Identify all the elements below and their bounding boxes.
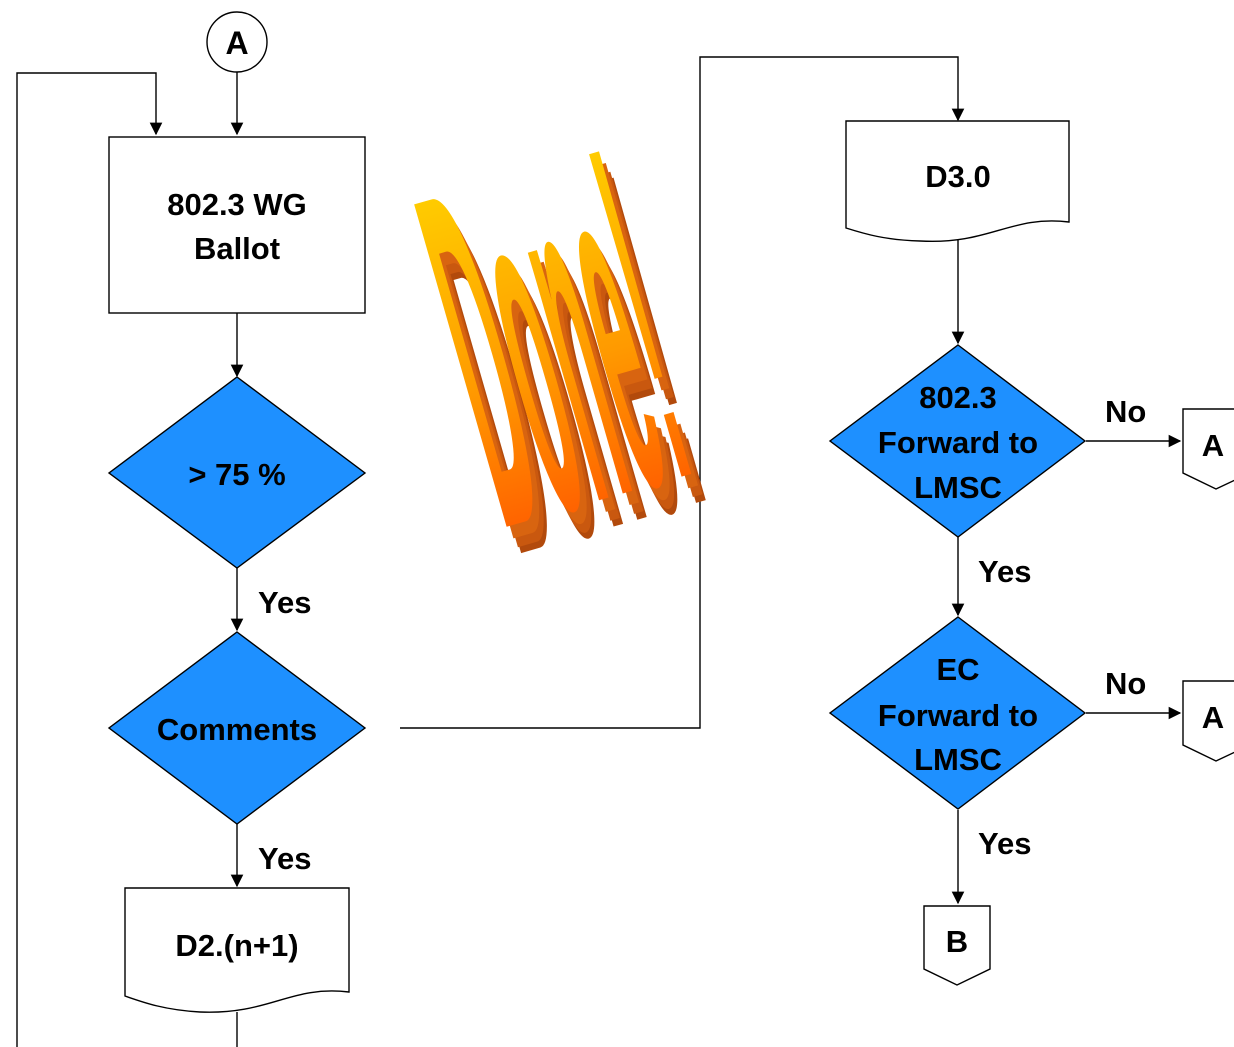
decision-wg-forward-line1: 802.3 (919, 380, 997, 415)
connector-a-label: A (225, 25, 248, 61)
offpage-connector-b: B (923, 905, 991, 986)
document-d2: D2.(n+1) (124, 887, 350, 1013)
connector-circle (206, 11, 268, 73)
decision-ec-forward: EC Forward to LMSC (828, 616, 1087, 810)
done-wordart: Done! Done! Done! Done! (380, 48, 741, 654)
yes-label-3: Yes (978, 554, 1031, 589)
yes-label-1: Yes (258, 585, 311, 620)
process-box (108, 136, 366, 314)
no-label-1: No (1105, 394, 1146, 429)
offpage-shape (1182, 408, 1234, 490)
offpage-a1-label: A (1202, 428, 1224, 463)
decision-diamond (107, 376, 367, 569)
flow-comments-to-d3 (400, 56, 965, 729)
document-d3: D3.0 (845, 120, 1070, 243)
decision-ec-line2: Forward to (878, 698, 1038, 733)
decision-ec-line3: LMSC (914, 742, 1002, 777)
loop-back-line (16, 72, 163, 1047)
no-label-2: No (1105, 666, 1146, 701)
offpage-connector-a1: A (1182, 408, 1234, 490)
decision-75-percent: > 75 % (107, 376, 367, 569)
wg-ballot-line1: 802.3 WG (167, 187, 307, 222)
connector-a-top: A (206, 11, 268, 73)
decision-diamond (828, 344, 1087, 538)
decision-diamond (107, 631, 367, 825)
decision-75-label: > 75 % (188, 457, 285, 492)
document-shape (124, 887, 350, 1013)
decision-wg-forward-line2: Forward to (878, 425, 1038, 460)
wg-ballot-line2: Ballot (194, 231, 280, 266)
offpage-connector-a2: A (1182, 680, 1234, 762)
decision-comments-label: Comments (157, 712, 317, 747)
done-face: Done! (380, 48, 726, 627)
offpage-b-label: B (946, 924, 968, 959)
offpage-shape (1182, 680, 1234, 762)
decision-wg-forward-line3: LMSC (914, 470, 1002, 505)
connector-lines (16, 56, 1182, 1047)
yes-label-2: Yes (258, 841, 311, 876)
document-d3-label: D3.0 (925, 159, 990, 194)
offpage-a2-label: A (1202, 700, 1224, 735)
document-d2-label: D2.(n+1) (175, 928, 298, 963)
yes-label-4: Yes (978, 826, 1031, 861)
decision-comments: Comments (107, 631, 367, 825)
process-wg-ballot: 802.3 WG Ballot (108, 136, 366, 314)
decision-wg-forward: 802.3 Forward to LMSC (828, 344, 1087, 538)
document-shape (845, 120, 1070, 243)
decision-diamond (828, 616, 1087, 810)
decision-ec-line1: EC (936, 652, 979, 687)
offpage-shape (923, 905, 991, 986)
